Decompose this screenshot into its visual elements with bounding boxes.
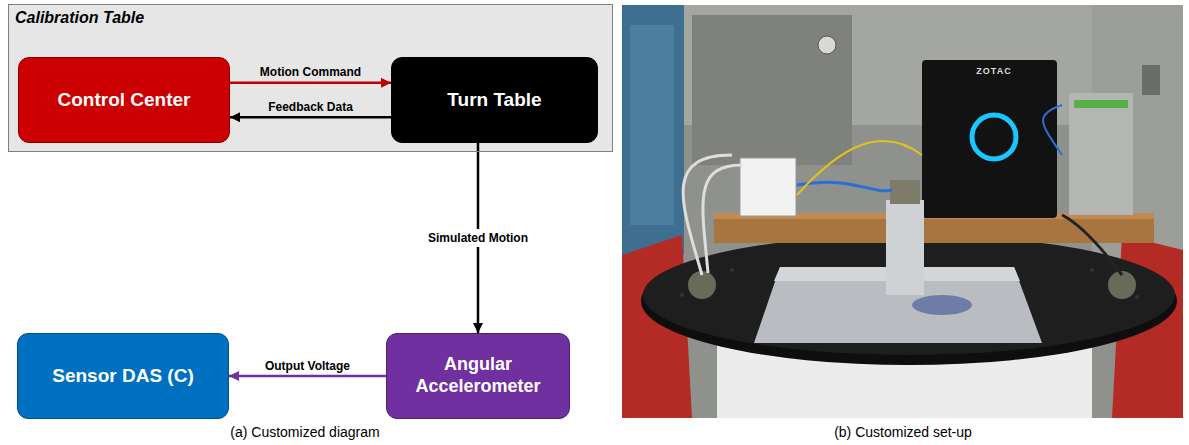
group-title: Calibration Table [15, 9, 144, 27]
box-label: Sensor DAS (C) [52, 365, 193, 388]
process-box: Angular Accelerometer [386, 333, 570, 419]
edge-label: Simulated Motion [425, 229, 531, 247]
box-label: Control Center [58, 89, 191, 112]
edge-label: Feedback Data [268, 100, 353, 114]
process-box: Sensor DAS (C) [17, 333, 229, 419]
box-label: Angular Accelerometer [397, 354, 559, 397]
connector-arrow [230, 82, 391, 85]
connector-arrow [229, 375, 386, 378]
box-label: Turn Table [447, 89, 541, 112]
setup-photo [622, 5, 1183, 418]
process-box: Control Center [18, 57, 230, 143]
caption: (b) Customized set-up [834, 424, 972, 441]
process-box: Turn Table [391, 57, 598, 143]
brand-text: ZOTAC [976, 66, 1011, 77]
edge-label: Motion Command [260, 65, 361, 79]
caption: (a) Customized diagram [230, 424, 379, 441]
edge-label: Output Voltage [265, 359, 350, 373]
connector-arrow [230, 116, 391, 119]
